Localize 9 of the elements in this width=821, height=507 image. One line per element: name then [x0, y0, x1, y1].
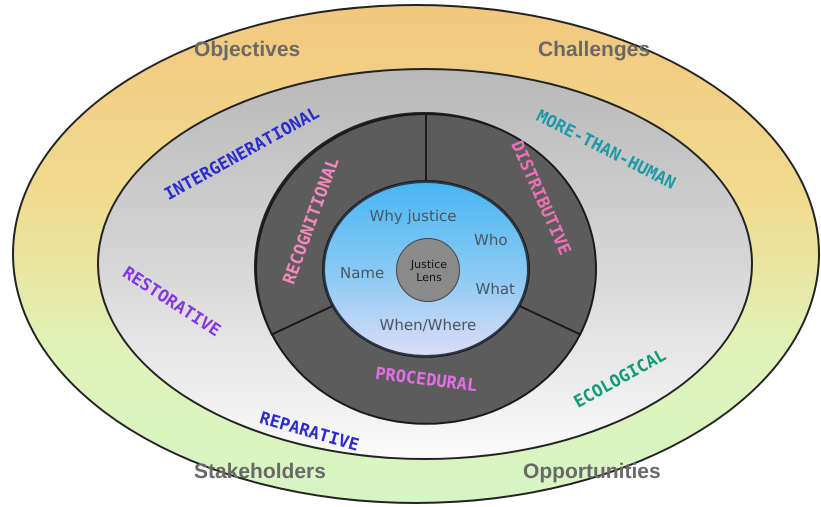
quadrant-heading: Challenges	[538, 38, 650, 62]
question-label: Who	[474, 231, 508, 249]
question-label: When/Where	[380, 316, 476, 334]
question-label: Name	[340, 264, 384, 282]
lens-label: Justice Lens	[409, 258, 448, 284]
question-label: Why justice	[370, 207, 456, 225]
justice-dimension-label: PROCEDURAL	[374, 364, 478, 396]
quadrant-heading: Objectives	[194, 38, 300, 62]
question-label: What	[476, 280, 515, 298]
